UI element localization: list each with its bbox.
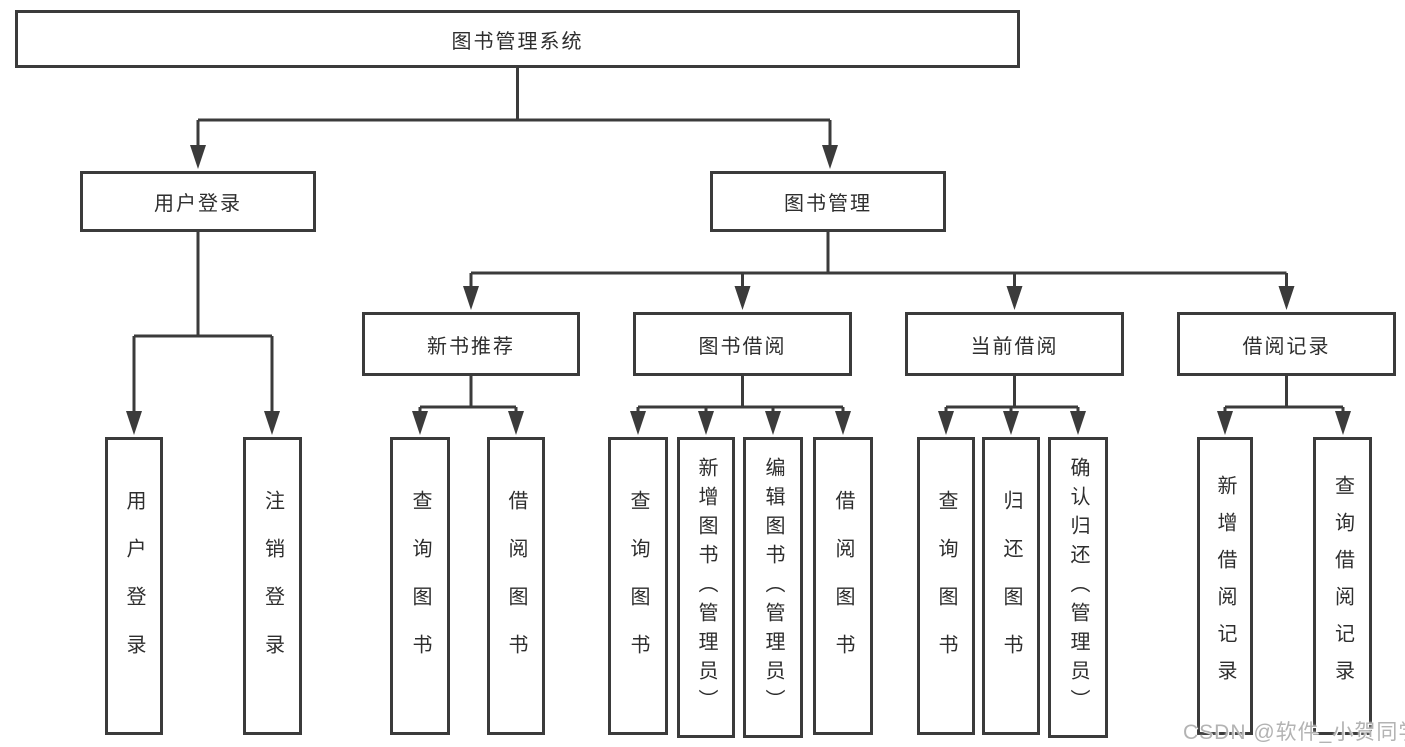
node-borrowing-records: 借阅记录 bbox=[1177, 312, 1396, 376]
leaf-confirm-return-admin: 确认归还（管理员） bbox=[1048, 437, 1108, 738]
node-root-system: 图书管理系统 bbox=[15, 10, 1020, 68]
leaf-edit-books-admin: 编辑图书（管理员） bbox=[743, 437, 803, 738]
leaf-query-books-borrowing: 查询图书 bbox=[608, 437, 668, 735]
leaf-query-borrow-record: 查询借阅记录 bbox=[1313, 437, 1372, 735]
node-book-management: 图书管理 bbox=[710, 171, 946, 232]
node-book-borrowing: 图书借阅 bbox=[633, 312, 852, 376]
leaf-borrow-books-recommend: 借阅图书 bbox=[487, 437, 545, 735]
csdn-watermark: CSDN @软件_小贺同学 bbox=[1183, 721, 1405, 744]
leaf-add-books-admin: 新增图书（管理员） bbox=[677, 437, 735, 738]
leaf-user-login: 用户登录 bbox=[105, 437, 163, 735]
node-user-login: 用户登录 bbox=[80, 171, 316, 232]
leaf-query-books-current: 查询图书 bbox=[917, 437, 975, 735]
leaf-add-borrow-record: 新增借阅记录 bbox=[1197, 437, 1253, 735]
leaf-borrow-books-borrowing: 借阅图书 bbox=[813, 437, 873, 735]
leaf-logout: 注销登录 bbox=[243, 437, 302, 735]
node-current-borrowing: 当前借阅 bbox=[905, 312, 1124, 376]
node-new-book-recommendation: 新书推荐 bbox=[362, 312, 580, 376]
arrowheads bbox=[126, 145, 1351, 435]
leaf-query-books-recommend: 查询图书 bbox=[390, 437, 450, 735]
leaf-return-books: 归还图书 bbox=[982, 437, 1040, 735]
